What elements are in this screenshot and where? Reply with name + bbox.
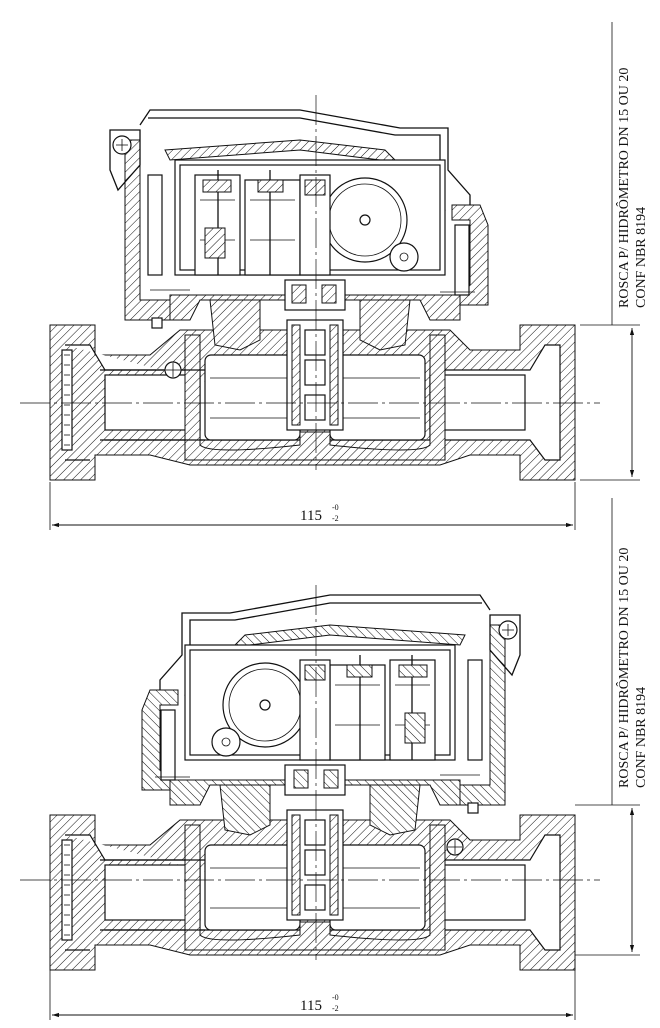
thread-spec-label: ROSCA P/ HIDRÔMETRO DN 15 OU 20 (615, 68, 632, 308)
tolerance-upper: -0 (332, 503, 339, 512)
meter-view-bottom (20, 498, 640, 1020)
length-dimension-value: 115 (300, 508, 322, 524)
standard-label: CONF NBR 8194 (634, 687, 649, 788)
tolerance-upper: -0 (332, 993, 339, 1002)
tolerance-lower: -2 (332, 1004, 339, 1013)
tolerance-lower: -2 (332, 514, 339, 523)
standard-label: CONF NBR 8194 (634, 207, 649, 308)
length-dimension-value: 115 (300, 998, 322, 1014)
meter-view-top (20, 22, 640, 530)
thread-spec-label: ROSCA P/ HIDRÔMETRO DN 15 OU 20 (615, 548, 632, 788)
